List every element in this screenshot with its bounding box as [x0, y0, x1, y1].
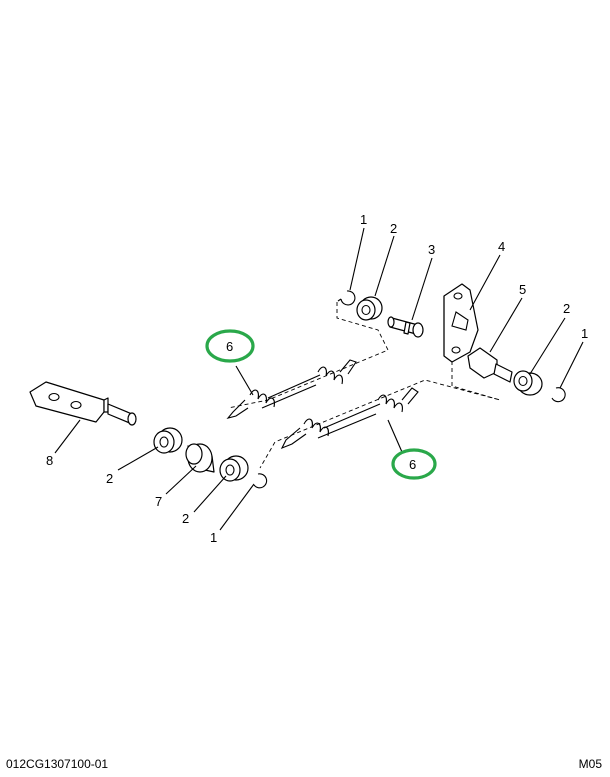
callout-3: 3	[428, 242, 435, 257]
lever-arm-part-8	[29, 381, 137, 426]
highlight-ovals	[205, 329, 437, 480]
callout-2-bottom: 2	[182, 511, 189, 526]
stud-part-5	[467, 347, 513, 383]
alignment-lines	[227, 302, 501, 469]
leader-lines	[54, 227, 584, 531]
drawing-number: 012CG1307100-01	[6, 757, 109, 771]
bracket-part-4	[443, 283, 479, 363]
sleeve-part-7	[185, 443, 215, 473]
highlight-oval-left	[205, 329, 255, 363]
spring-part-6-upper	[226, 359, 357, 419]
callout-1-right: 1	[581, 326, 588, 341]
callout-1-bottom: 1	[210, 530, 217, 545]
bushing-part-2-right	[513, 370, 543, 396]
spring-part-6-lower	[280, 387, 419, 450]
callout-2-right: 2	[563, 301, 570, 316]
snap-ring-part-1-bottom	[253, 473, 268, 489]
bushing-part-2-bottom	[219, 455, 249, 482]
highlight-oval-right	[391, 448, 437, 480]
snap-ring-part-1-top	[337, 290, 356, 306]
callout-2-left: 2	[106, 471, 113, 486]
snap-ring-part-1-right	[551, 387, 566, 403]
sheet-code: M05	[578, 757, 602, 771]
callout-6-right: 6	[409, 457, 416, 472]
callout-1-top: 1	[360, 212, 367, 227]
callout-2-top: 2	[390, 221, 397, 236]
callout-8: 8	[46, 453, 53, 468]
pin-part-3	[387, 316, 424, 338]
callout-6-left: 6	[226, 339, 233, 354]
bushing-part-2-left	[153, 427, 183, 454]
bushing-part-2-top	[356, 296, 383, 321]
callout-5: 5	[519, 282, 526, 297]
callout-4: 4	[498, 239, 505, 254]
callout-7: 7	[155, 494, 162, 509]
callout-labels: 1 2 3 4 5 2 1 6 6 8 2 7 2 1	[46, 212, 588, 545]
